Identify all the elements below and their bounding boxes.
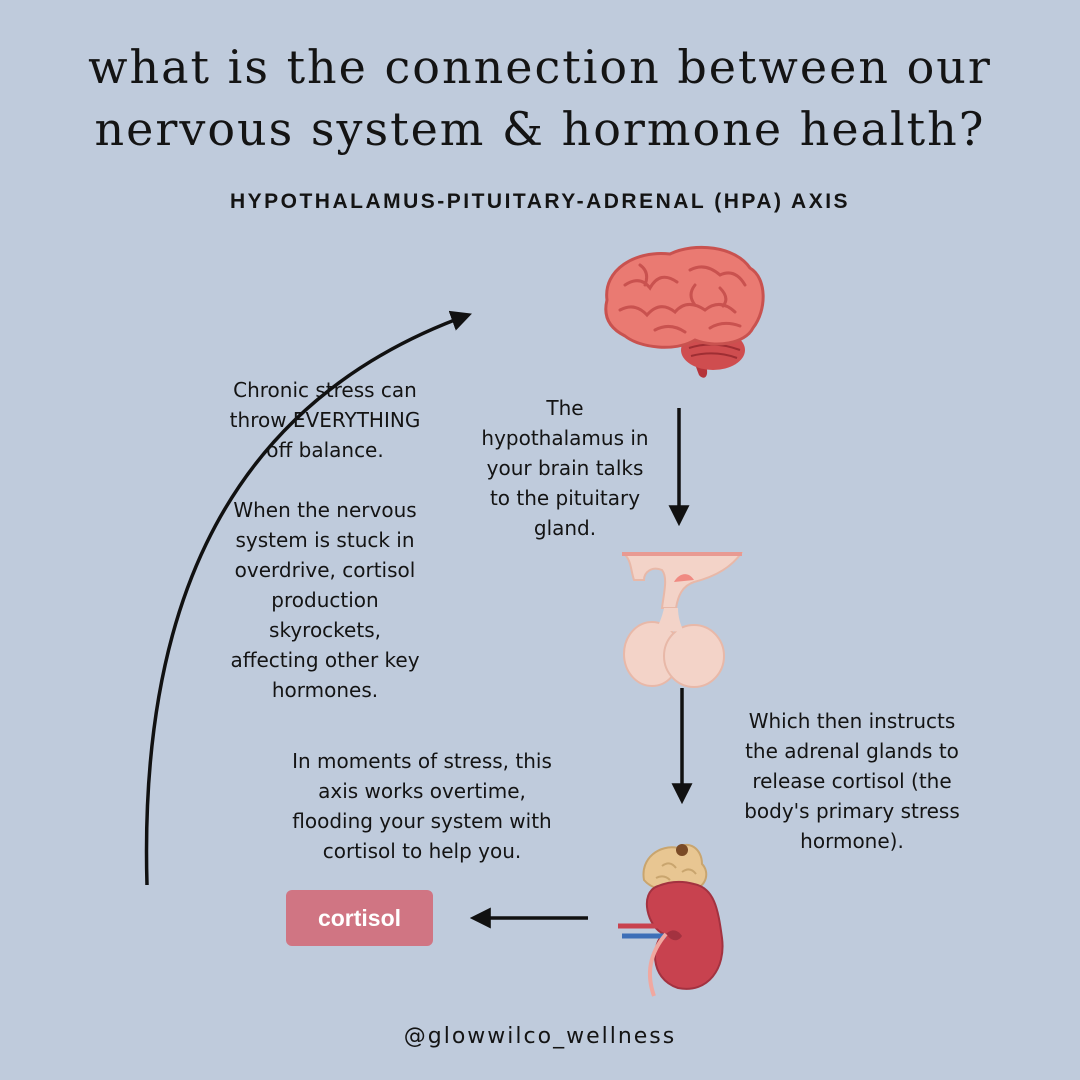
note-line: The <box>546 396 584 420</box>
note-line: hypothalamus in <box>481 426 649 450</box>
feedback-curve-arrow <box>144 310 472 886</box>
brain-icon <box>604 245 765 378</box>
note-line: hormones. <box>271 678 379 702</box>
note-line: system is stuck in <box>235 528 415 552</box>
note-line: When the nervous <box>233 498 417 522</box>
title-line-2: nervous system & hormone health? <box>94 102 986 156</box>
page-title: what is the connection between our nervo… <box>40 36 1040 160</box>
note-line: the adrenal glands to <box>745 739 959 763</box>
note-line: to the pituitary <box>489 486 641 510</box>
note-line: Chronic stress can <box>233 378 417 402</box>
cortisol-badge: cortisol <box>286 890 433 946</box>
note-line: your brain talks <box>486 456 644 480</box>
note-line: flooding your system with <box>292 809 552 833</box>
note-line: throw EVERYTHING <box>229 408 421 432</box>
footer-handle: @glowwilco_wellness <box>403 1024 677 1049</box>
page-subtitle: HYPOTHALAMUS-PITUITARY-ADRENAL (HPA) AXI… <box>229 190 851 213</box>
note-line: axis works overtime, <box>318 779 526 803</box>
note-line: overdrive, cortisol <box>234 558 416 582</box>
stress-moments-note: In moments of stress, this axis works ov… <box>262 746 582 866</box>
note-line: production <box>271 588 379 612</box>
note-line: hormone). <box>800 829 904 853</box>
note-line: off balance. <box>266 438 384 462</box>
note-line: release cortisol (the <box>752 769 952 793</box>
hypothalamus-note: The hypothalamus in your brain talks to … <box>460 393 670 543</box>
note-line: skyrockets, <box>269 618 381 642</box>
note-line: Which then instructs <box>748 709 956 733</box>
note-line: body's primary stress <box>744 799 960 823</box>
note-line: cortisol to help you. <box>322 839 522 863</box>
adrenal-kidney-icon <box>618 843 724 997</box>
chronic-stress-note: Chronic stress can throw EVERYTHING off … <box>205 375 445 465</box>
pituitary-gland-icon <box>622 552 744 688</box>
nervous-system-note: When the nervous system is stuck in over… <box>205 495 445 705</box>
title-line-1: what is the connection between our <box>88 40 992 94</box>
note-line: gland. <box>533 516 597 540</box>
note-line: affecting other key <box>230 648 420 672</box>
note-line: In moments of stress, this <box>292 749 552 773</box>
adrenal-note: Which then instructs the adrenal glands … <box>718 706 986 856</box>
